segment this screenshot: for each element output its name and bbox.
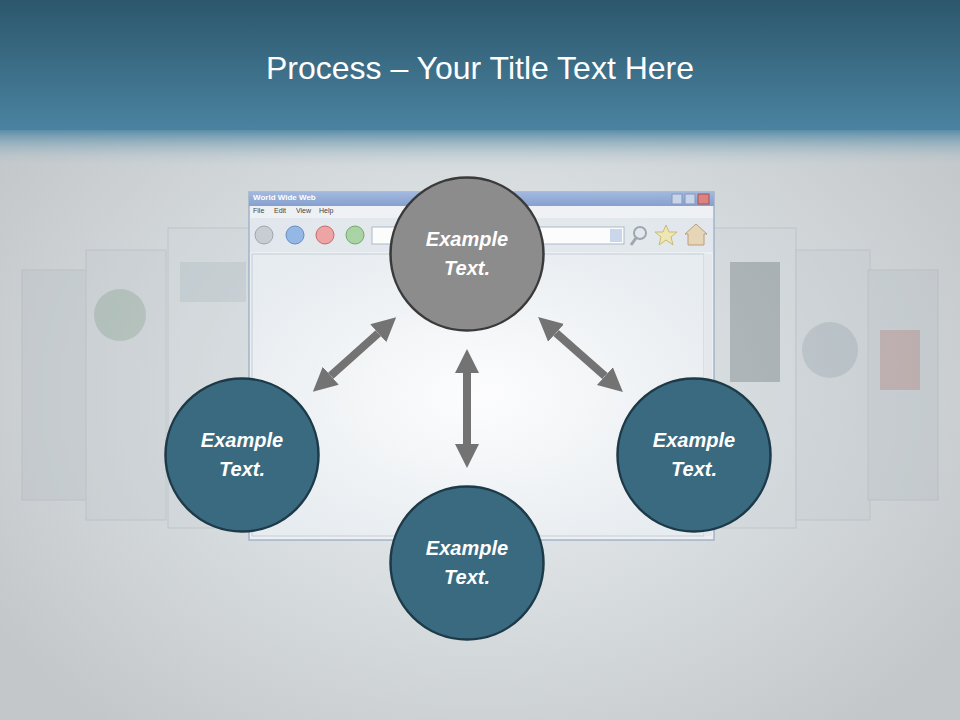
node-text: Example Text. <box>638 426 750 484</box>
menu-item: File <box>253 207 264 215</box>
menu-item: View <box>296 207 311 215</box>
circle-outline <box>389 176 545 332</box>
double-arrow <box>331 333 379 375</box>
circle-shape <box>391 487 544 640</box>
process-circle: Example Text. <box>164 377 320 533</box>
double-arrow <box>463 373 471 444</box>
window-title: World Wide Web <box>253 193 316 203</box>
circle-shape <box>618 379 771 532</box>
node-text: Example Text. <box>411 225 523 283</box>
menu-item: Edit <box>274 207 286 215</box>
node-text: Example Text. <box>186 426 298 484</box>
node-text: Example Text. <box>411 534 523 592</box>
circle-shape <box>391 178 544 331</box>
circle-outline <box>164 377 320 533</box>
process-circle: Example Text. <box>389 485 545 641</box>
slide-title: Process – Your Title Text Here <box>0 50 960 87</box>
circle-outline <box>389 485 545 641</box>
circle-shape <box>166 379 319 532</box>
process-circle: Example Text. <box>616 377 772 533</box>
double-arrow <box>556 333 605 376</box>
circle-outline <box>616 377 772 533</box>
process-circle: Example Text. <box>389 176 545 332</box>
menu-item: Help <box>319 207 333 215</box>
